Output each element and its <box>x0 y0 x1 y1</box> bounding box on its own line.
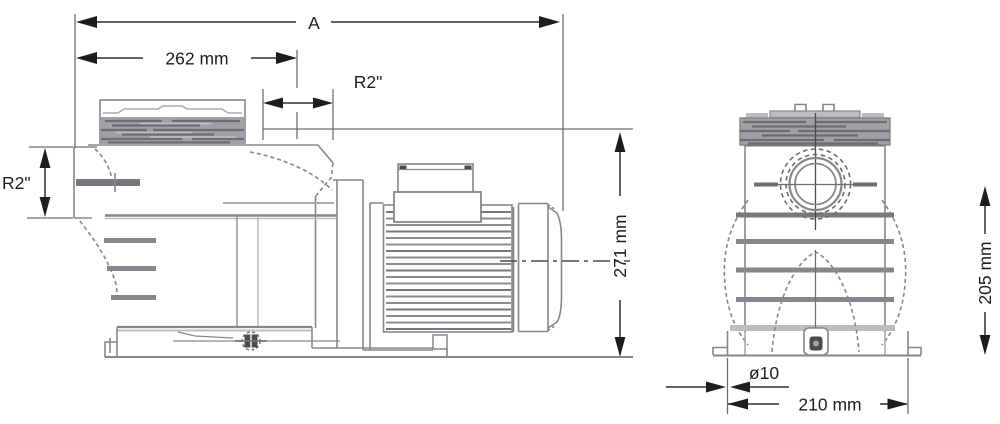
dimensions: A 262 mm R2" R2" <box>2 13 995 415</box>
dim-discharge-port: R2" <box>263 72 382 109</box>
drain-plug-front <box>803 327 829 356</box>
arrow-up-icon <box>979 186 991 206</box>
dim-label-discharge-port: R2" <box>354 72 383 92</box>
base-side <box>104 325 633 358</box>
drain-plug-side <box>235 331 267 351</box>
arrow-right-icon <box>539 16 560 28</box>
arrow-up-icon <box>614 132 626 152</box>
arrow-left-icon <box>263 97 283 109</box>
dim-overall-width: 205 mm <box>975 186 995 355</box>
arrow-right-icon <box>706 381 726 393</box>
front-lid-hatch <box>740 120 890 145</box>
dim-label-strainer-length: 262 mm <box>165 49 228 69</box>
dim-overall-height: 271 mm <box>610 132 630 357</box>
dim-label-foot-hole: ø10 <box>749 363 779 383</box>
dim-label-overall-length: A <box>308 13 320 33</box>
pump-body-side <box>73 144 337 328</box>
dim-suction-port: R2" <box>2 148 51 217</box>
lid-hatch-streaks <box>101 119 244 144</box>
arrow-down-icon <box>614 337 626 357</box>
motor-fins <box>386 210 511 331</box>
side-view <box>73 99 633 358</box>
front-port <box>754 148 877 220</box>
dim-label-overall-width: 205 mm <box>975 241 995 304</box>
arrow-down-icon <box>979 335 991 355</box>
dim-foot-hole: ø10 <box>666 363 789 393</box>
base-front <box>712 327 922 357</box>
dim-overall-length: A <box>76 13 560 33</box>
suction-thread-band <box>76 179 140 186</box>
terminal-box <box>393 163 482 223</box>
arrow-right-icon <box>887 398 908 410</box>
arrow-up-icon <box>39 148 51 168</box>
dim-label-suction-port: R2" <box>2 173 31 193</box>
dim-foot-spacing: 210 mm <box>727 395 908 415</box>
motor-end-cap <box>512 202 563 333</box>
lid-hatch-highlights <box>116 122 236 138</box>
extension-lines <box>27 14 909 414</box>
dim-label-foot-spacing: 210 mm <box>798 395 861 415</box>
arrow-left-icon <box>76 52 97 64</box>
motor-side <box>333 163 630 351</box>
strainer-lid-side <box>99 99 246 144</box>
front-view <box>712 103 922 357</box>
arrow-left-icon <box>730 381 750 393</box>
arrow-left-icon <box>727 398 748 410</box>
arrow-right-icon <box>313 97 333 109</box>
arrow-left-icon <box>76 16 97 28</box>
dim-strainer-length: 262 mm <box>76 49 297 69</box>
dim-label-overall-height: 271 mm <box>610 214 630 277</box>
arrow-down-icon <box>39 197 51 217</box>
arrow-right-icon <box>276 52 297 64</box>
